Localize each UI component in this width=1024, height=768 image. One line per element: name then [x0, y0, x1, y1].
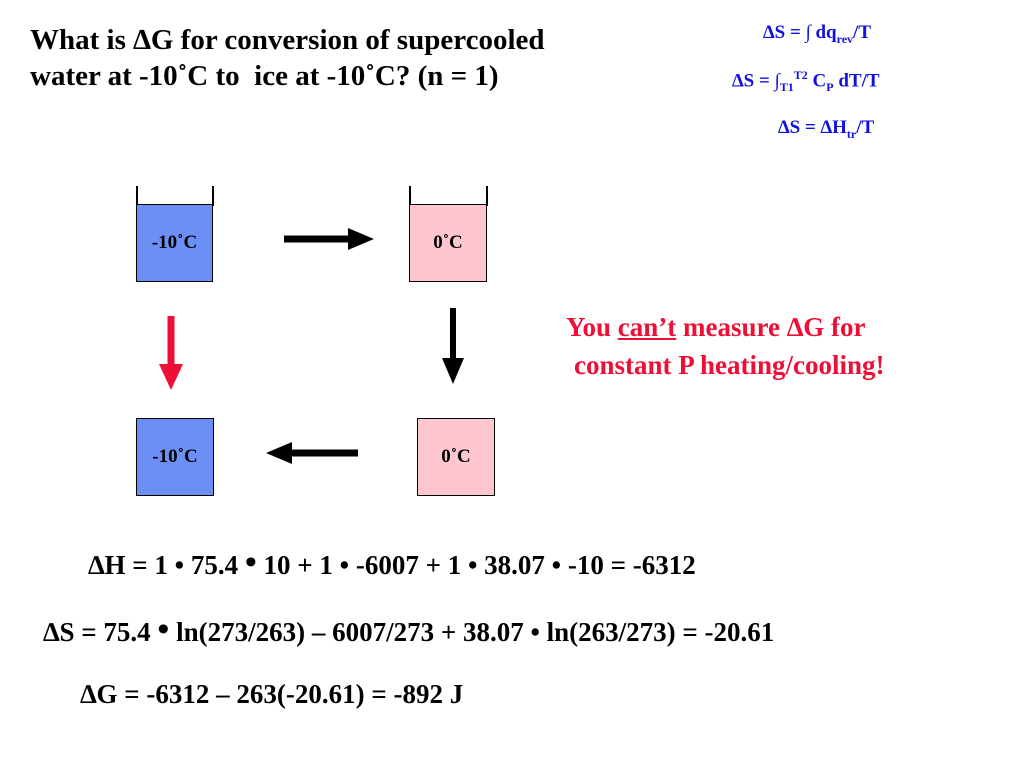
beaker-label: -10˚C — [151, 232, 198, 253]
beaker-rim-right — [212, 186, 214, 206]
question-line-1: What is ∆G for conversion of supercooled — [30, 24, 545, 56]
beaker-top-right: 0˚C — [409, 204, 487, 282]
entropy-reversible-formula: ∆S = ∫ dqrev/T — [763, 22, 871, 46]
note-line-2: constant P heating/cooling! — [574, 350, 885, 380]
entropy-equation: ∆S = 75.4 • ln(273/263) – 6007/273 + 38.… — [43, 611, 775, 648]
gibbs-equation: ∆G = -6312 – 263(-20.61) = -892 J — [80, 679, 464, 709]
entropy-transition-formula: ∆S = ∆Htr/T — [778, 117, 875, 141]
enthalpy-equation: ∆H = 1 • 75.4 • 10 + 1 • -6007 + 1 • 38.… — [88, 544, 696, 581]
beaker-rim-right — [486, 186, 488, 206]
arrow-down-right — [442, 308, 464, 384]
block-bottom-right: 0˚C — [417, 418, 495, 496]
block-label: -10˚C — [152, 446, 198, 467]
question-text: What is ∆G for conversion of supercooled… — [30, 22, 670, 94]
note-line-1: You can’t measure ∆G for — [566, 312, 866, 342]
arrow-down-left-red — [159, 316, 183, 390]
arrow-right-top — [284, 228, 374, 250]
arrow-left-bottom — [266, 442, 358, 464]
block-bottom-left: -10˚C — [136, 418, 214, 496]
beaker-rim-left — [409, 186, 411, 206]
beaker-water-top-left: -10˚C — [136, 204, 213, 282]
entropy-heat-capacity-formula: ∆S = ∫T1T2 CP dT/T — [732, 68, 880, 95]
block-label: 0˚C — [441, 446, 471, 467]
beaker-rim-left — [136, 186, 138, 206]
warning-note: You can’t measure ∆G for constant P heat… — [566, 308, 885, 384]
note-emphasis: can’t — [617, 312, 677, 342]
question-line-2: water at -10˚C to ice at -10˚C? (n = 1) — [30, 60, 499, 92]
beaker-label: 0˚C — [433, 232, 463, 253]
